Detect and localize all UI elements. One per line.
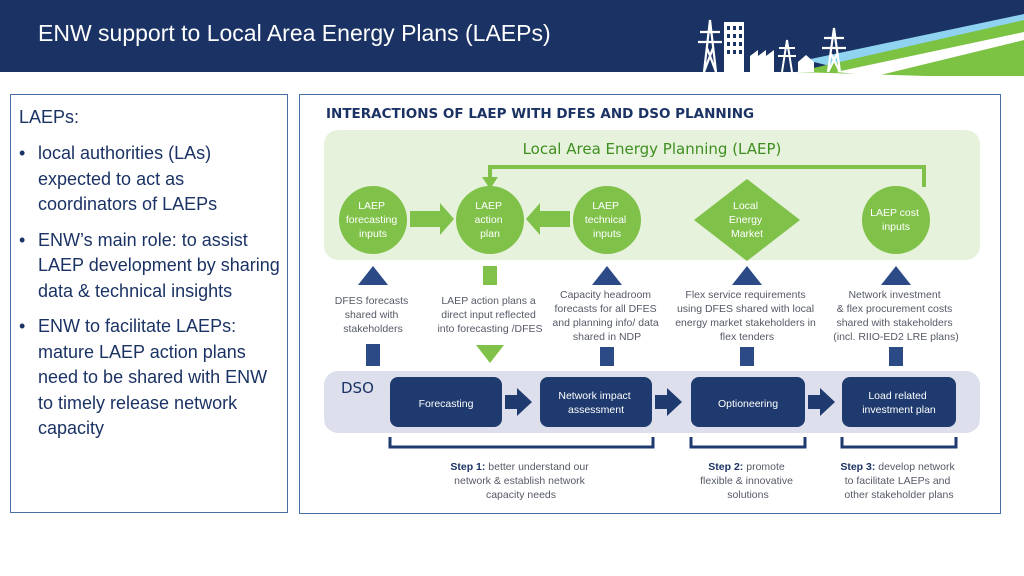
enw-logo	[698, 14, 1024, 76]
blue-connector	[366, 344, 380, 366]
dso-box-load-related-investment-plan	[842, 377, 956, 427]
bullet-text: ENW to facilitate LAEPs: mature LAEP act…	[38, 316, 268, 438]
description-text: Capacity headroom forecasts for all DFES…	[552, 289, 661, 343]
bullet-item: • local authorities (LAs) expected to act…	[19, 141, 281, 218]
step-3-text: Step 3: develop network to facilitate LA…	[840, 461, 957, 501]
arrow-right-icon	[505, 388, 532, 416]
page-title: ENW support to Local Area Energy Plans (…	[38, 20, 551, 46]
header-bar: ENW support to Local Area Energy Plans (…	[0, 0, 1024, 72]
laep-heading: LAEPs:	[19, 107, 80, 127]
building-icon	[724, 22, 744, 72]
step-bracket	[388, 437, 655, 449]
description-text: LAEP action plans a direct input reflect…	[437, 295, 542, 335]
blue-connector	[600, 347, 614, 366]
node-laep-forecasting-inputs	[339, 186, 407, 254]
node-laep-cost-inputs	[862, 186, 930, 254]
arrow-up-icon	[592, 266, 622, 285]
node-label: LAEP technical inputs	[585, 200, 629, 240]
node-label: LAEP cost inputs	[870, 207, 922, 233]
node-laep-action-plan	[456, 186, 524, 254]
arrow-right-icon	[808, 388, 835, 416]
blue-connector	[740, 347, 754, 366]
arrow-up-icon	[881, 266, 911, 285]
dso-box-label: Network impact assessment	[558, 390, 633, 416]
node-label: LAEP action plan	[475, 200, 506, 240]
dso-box-network-impact-assessment	[540, 377, 652, 427]
diagram-canvas: INTERACTIONS OF LAEP WITH DFES AND DSO P…	[324, 106, 980, 501]
laep-band-title: Local Area Energy Planning (LAEP)	[523, 140, 782, 158]
feedback-loop-line	[488, 165, 926, 187]
arrow-right-icon	[655, 388, 682, 416]
laep-bullet-list: • local authorities (LAs) expected to act…	[19, 141, 281, 452]
logo-white-gap	[836, 32, 1024, 76]
pylon-icon	[698, 19, 722, 73]
node-label: LAEP forecasting inputs	[346, 200, 400, 240]
dso-box-forecasting	[390, 377, 502, 427]
logo-blue-swoosh	[806, 14, 1024, 70]
description-text: Flex service requirements using DFES sha…	[675, 289, 819, 343]
blue-connector	[889, 347, 903, 366]
factory-icon	[750, 50, 774, 72]
step-bracket	[689, 437, 807, 449]
node-local-energy-market	[694, 179, 800, 261]
pylon-icon	[778, 39, 796, 73]
logo-green-swoosh	[796, 20, 1024, 76]
bullet-dot-icon: •	[19, 229, 26, 250]
house-icon	[798, 55, 814, 72]
arrow-left-icon	[526, 203, 570, 235]
laep-summary-panel: LAEPs: • local authorities (LAs) expected…	[10, 94, 288, 513]
bullet-dot-icon: •	[19, 316, 26, 336]
arrow-up-icon	[732, 266, 762, 285]
step-1-text: Step 1: better understand our network & …	[450, 461, 591, 501]
dso-label: DSO	[341, 379, 374, 397]
dso-box-label: Forecasting	[419, 398, 474, 410]
arrow-up-icon	[358, 266, 388, 285]
green-connector	[483, 266, 497, 285]
bullet-item: • ENW’s main role: to assist LAEP develop…	[19, 228, 281, 305]
node-laep-technical-inputs	[573, 186, 641, 254]
step-2-text: Step 2: promote flexible & innovative so…	[700, 461, 796, 501]
dso-box-label: Load related investment plan	[862, 390, 936, 416]
arrow-down-icon	[476, 345, 504, 363]
bullet-item: • ENW to facilitate LAEPs: mature LAEP ac…	[19, 314, 281, 442]
dso-box-label: Optioneering	[718, 398, 778, 410]
diagram-title: INTERACTIONS OF LAEP WITH DFES AND DSO P…	[326, 106, 754, 122]
interaction-diagram: INTERACTIONS OF LAEP WITH DFES AND DSO P…	[299, 94, 1001, 514]
dso-box-optioneering	[691, 377, 805, 427]
description-text: Network investment & flex procurement co…	[833, 289, 958, 343]
node-label: Local Energy Market	[729, 200, 765, 240]
step-bracket	[840, 437, 958, 449]
bullet-dot-icon: •	[19, 143, 26, 163]
description-text: DFES forecasts shared with stakeholders	[335, 295, 411, 335]
arrow-right-icon	[410, 203, 454, 235]
bullet-text: ENW’s main role: to assist LAEP developm…	[38, 229, 280, 301]
bullet-text: local authorities (LAs) expected to act …	[38, 143, 218, 214]
pylon-icon	[822, 27, 846, 73]
feedback-arrowhead-icon	[482, 177, 498, 189]
